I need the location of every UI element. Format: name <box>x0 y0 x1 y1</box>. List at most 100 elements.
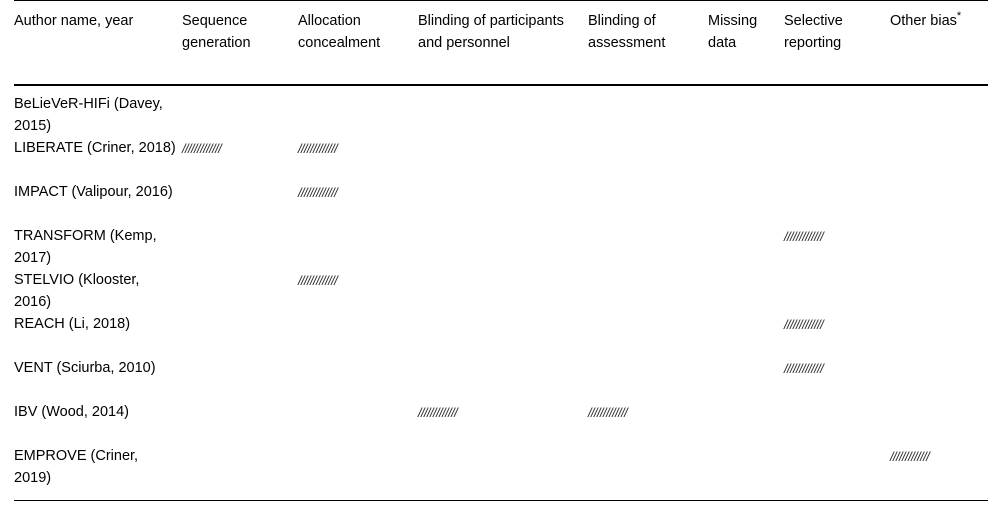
risk-of-bias-table: Author name, year Sequence generation Al… <box>14 0 988 501</box>
bias-cell-blind_as <box>588 446 708 501</box>
bias-cell-select <box>784 446 890 501</box>
hatch-marks-icon: ///////////// <box>418 405 458 420</box>
bias-cell-missing <box>708 138 784 182</box>
column-header-study: Author name, year <box>14 0 182 86</box>
study-name-cell: TRANSFORM (Kemp, 2017) <box>14 228 157 266</box>
column-header-blinding-participants-personnel: Blinding of participants and personnel <box>418 0 588 86</box>
bias-cell-seq <box>182 358 298 402</box>
bias-cell-missing <box>708 446 784 501</box>
bias-cell-blind_as <box>588 182 708 226</box>
bias-cell-blind_pp <box>418 446 588 501</box>
bias-cell-other <box>890 270 988 314</box>
hatch-marks-icon: ///////////// <box>182 141 222 156</box>
bias-cell-alloc <box>298 85 418 138</box>
bias-cell-other <box>890 138 988 182</box>
column-header-missing-data: Missing data <box>708 0 784 86</box>
table-row: LIBERATE (Criner, 2018) ///////////// ////… <box>14 138 988 182</box>
column-header-selective-reporting: Selective reporting <box>784 0 890 86</box>
table-row: IMPACT (Valipour, 2016) ///////////// <box>14 182 988 226</box>
table-row: VENT (Sciurba, 2010) ///////////// <box>14 358 988 402</box>
bias-cell-alloc <box>298 314 418 358</box>
study-name-cell: IBV (Wood, 2014) <box>14 404 129 420</box>
hatch-marks-icon: ///////////// <box>588 405 628 420</box>
bias-cell-missing <box>708 314 784 358</box>
bias-cell-other <box>890 226 988 270</box>
table-row: TRANSFORM (Kemp, 2017) ///////////// <box>14 226 988 270</box>
study-name-cell: EMPROVE (Criner, 2019) <box>14 446 182 501</box>
bias-cell-blind_as <box>588 85 708 138</box>
bias-cell-missing <box>708 85 784 138</box>
bias-cell-blind_pp <box>418 226 588 270</box>
table-header: Author name, year Sequence generation Al… <box>14 0 988 86</box>
bias-cell-alloc: ///////////// <box>298 182 418 226</box>
risk-of-bias-table-container: Author name, year Sequence generation Al… <box>14 0 988 501</box>
bias-cell-other <box>890 85 988 138</box>
bias-cell-blind_pp <box>418 182 588 226</box>
bias-cell-alloc <box>298 446 418 501</box>
bias-cell-other <box>890 314 988 358</box>
bias-cell-alloc: ///////////// <box>298 138 418 182</box>
bias-cell-other: ///////////// <box>890 446 988 501</box>
bias-cell-blind_as <box>588 358 708 402</box>
bias-cell-seq: ///////////// <box>182 138 298 182</box>
hatch-marks-icon: ///////////// <box>784 317 824 332</box>
bias-cell-alloc <box>298 402 418 446</box>
hatch-marks-icon: ///////////// <box>298 141 338 156</box>
bias-cell-blind_pp <box>418 270 588 314</box>
bias-cell-blind_pp <box>418 314 588 358</box>
bias-cell-seq <box>182 226 298 270</box>
study-name-cell: IMPACT (Valipour, 2016) <box>14 184 173 200</box>
table-row: STELVIO (Klooster, 2016) ///////////// <box>14 270 988 314</box>
column-header-blinding-assessment: Blinding of assessment <box>588 0 708 86</box>
study-name-cell: STELVIO (Klooster, 2016) <box>14 272 140 310</box>
header-row: Author name, year Sequence generation Al… <box>14 0 988 86</box>
footnote-marker: * <box>956 10 962 23</box>
bias-cell-blind_pp <box>418 138 588 182</box>
study-name-cell: VENT (Sciurba, 2010) <box>14 360 156 376</box>
bias-cell-blind_as <box>588 314 708 358</box>
column-header-sequence-generation: Sequence generation <box>182 0 298 86</box>
table-row: REACH (Li, 2018) ///////////// <box>14 314 988 358</box>
table-row: EMPROVE (Criner, 2019) ///////////// <box>14 446 988 501</box>
bias-cell-blind_pp <box>418 85 588 138</box>
table-row: BeLieVeR-HIFi (Davey, 2015) <box>14 85 988 138</box>
bias-cell-missing <box>708 226 784 270</box>
bias-cell-other <box>890 402 988 446</box>
bias-cell-select <box>784 138 890 182</box>
bias-cell-blind_pp <box>418 358 588 402</box>
study-name-cell: BeLieVeR-HIFi (Davey, 2015) <box>14 96 163 134</box>
hatch-marks-icon: ///////////// <box>298 273 338 288</box>
bias-cell-select: ///////////// <box>784 358 890 402</box>
bias-cell-alloc: ///////////// <box>298 270 418 314</box>
table-row: IBV (Wood, 2014) ///////////// ///////////… <box>14 402 988 446</box>
column-header-other-bias: Other bias* <box>890 0 988 86</box>
bias-cell-missing <box>708 358 784 402</box>
column-header-allocation-concealment: Allocation concealment <box>298 0 418 86</box>
bias-cell-blind_pp: ///////////// <box>418 402 588 446</box>
table-body: BeLieVeR-HIFi (Davey, 2015) LIBERATE (Cri… <box>14 85 988 501</box>
hatch-marks-icon: ///////////// <box>298 185 338 200</box>
hatch-marks-icon: ///////////// <box>784 229 824 244</box>
bias-cell-select <box>784 182 890 226</box>
study-name-cell: REACH (Li, 2018) <box>14 316 131 332</box>
bias-cell-seq <box>182 402 298 446</box>
bias-cell-missing <box>708 182 784 226</box>
bias-cell-seq <box>182 446 298 501</box>
hatch-marks-icon: ///////////// <box>890 449 930 464</box>
bias-cell-seq <box>182 314 298 358</box>
bias-cell-select <box>784 85 890 138</box>
bias-cell-other <box>890 182 988 226</box>
bias-cell-blind_as: ///////////// <box>588 402 708 446</box>
bias-cell-select <box>784 402 890 446</box>
bias-cell-select <box>784 270 890 314</box>
study-name-cell: LIBERATE (Criner, 2018) <box>14 140 176 156</box>
bias-cell-blind_as <box>588 138 708 182</box>
bias-cell-blind_as <box>588 226 708 270</box>
bias-cell-select: ///////////// <box>784 226 890 270</box>
bias-cell-alloc <box>298 358 418 402</box>
bias-cell-blind_as <box>588 270 708 314</box>
bias-cell-alloc <box>298 226 418 270</box>
bias-cell-other <box>890 358 988 402</box>
column-header-other-bias-text: Other bias* <box>890 10 962 29</box>
bias-cell-missing <box>708 402 784 446</box>
